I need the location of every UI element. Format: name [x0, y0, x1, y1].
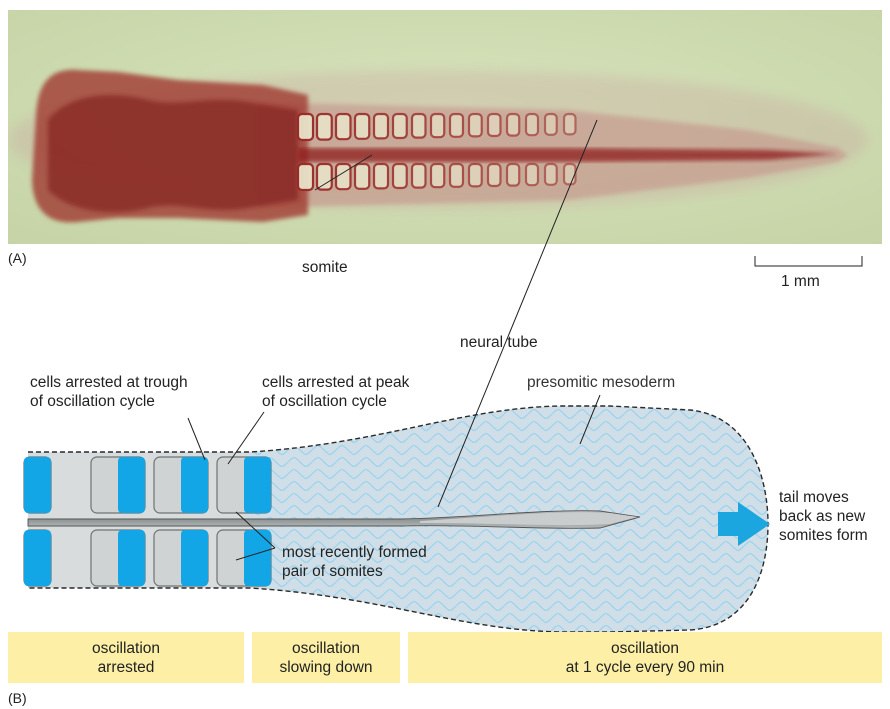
somite-top-2 — [91, 457, 145, 513]
peak-label: cells arrested at peak of oscillation cy… — [262, 373, 409, 411]
tail-label: tail moves back as new somites form — [779, 488, 868, 545]
somite-top-4 — [217, 457, 271, 513]
somite-bottom-3 — [154, 530, 208, 586]
somite-top-1 — [24, 457, 51, 513]
somite-bottom-2 — [91, 530, 145, 586]
band-oscillation-90min: oscillation at 1 cycle every 90 min — [408, 632, 882, 683]
band-oscillation-slowing: oscillation slowing down — [252, 632, 400, 683]
presomitic-mesoderm-label: presomitic mesoderm — [527, 373, 675, 392]
neural-tube-label: neural tube — [460, 333, 538, 352]
recent-somites-label: most recently formed pair of somites — [282, 543, 427, 581]
somite-top-3 — [154, 457, 208, 513]
panel-b-letter: (B) — [8, 690, 27, 706]
trough-label: cells arrested at trough of oscillation … — [30, 373, 188, 411]
somite-bottom-1 — [24, 530, 51, 586]
band-oscillation-arrested: oscillation arrested — [8, 632, 244, 683]
somite-pointer — [315, 155, 372, 190]
scale-bar — [755, 256, 862, 266]
